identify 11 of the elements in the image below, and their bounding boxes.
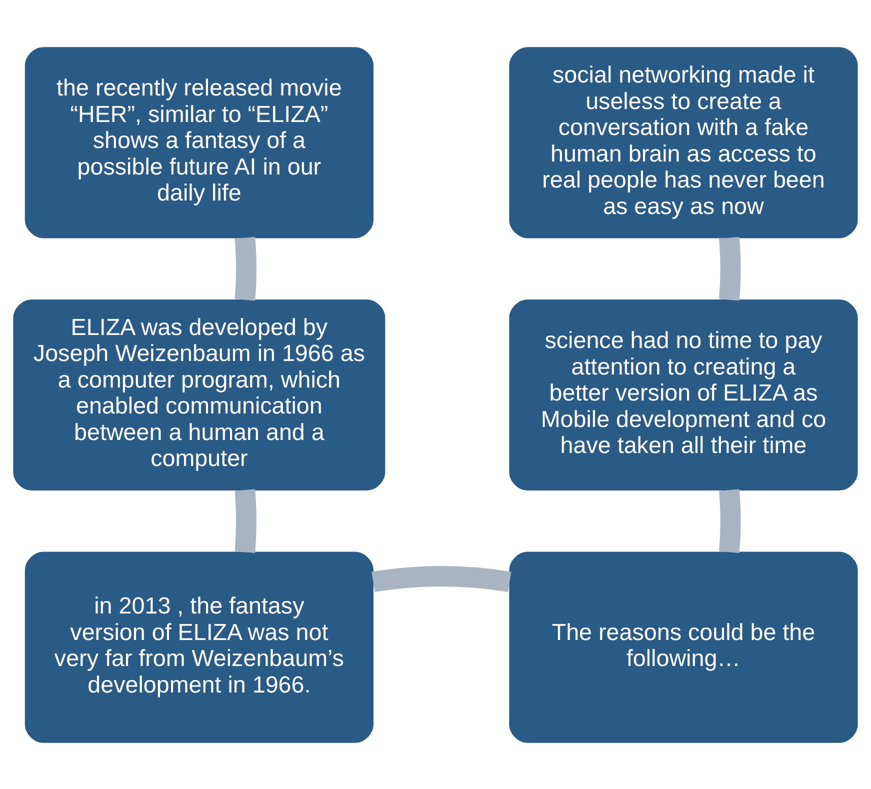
connector [719,488,741,552]
node-box: social networking made it useless to create a conversation with a fake human brain as access to real people has never been as easy as now [509,46,858,238]
connector [234,488,256,552]
node-box: the recently released movie “HER”, similar to “ELIZA” shows a fantasy of a possible future AI in our daily life [24,46,374,238]
connector [719,236,741,300]
node-box: The reasons could be the following… [509,551,858,742]
node-box: science had no time to pay attention to creating a better version of ELIZA as Mobile development and co have taken all their time [509,298,858,490]
connector [234,236,256,300]
connector [372,566,512,592]
node-box: in 2013 , the fantasy version of ELIZA was not very far from Weizenbaum’s development in 1966. [24,551,374,742]
node-box: ELIZA was developed by Joseph Weizenbaum in 1966 as a computer program, which enabled communication between a human and a computer [13,298,386,490]
